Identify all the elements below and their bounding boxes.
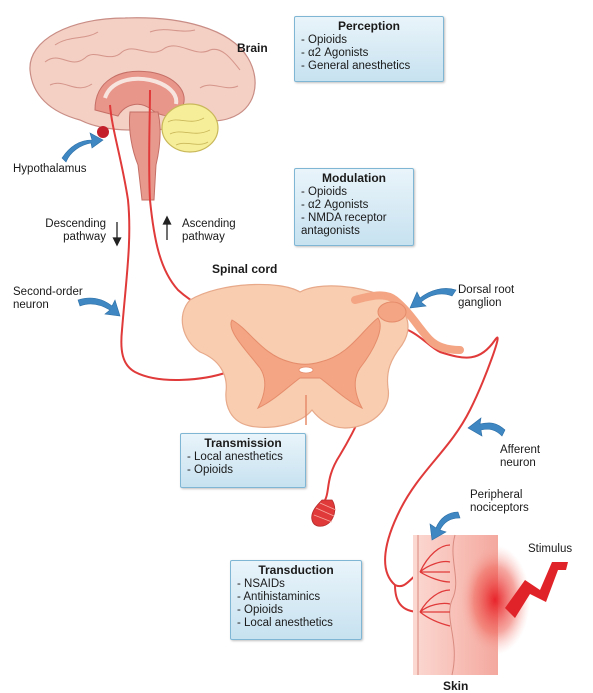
list-item: - General anesthetics [301,60,437,73]
dorsal-root-pointer-icon [410,288,456,308]
transmission-title: Transmission [187,437,299,450]
brain-label: Brain [237,42,268,55]
skin-illustration [413,535,568,675]
ascending-line-1: Ascending [182,218,236,231]
perception-box: Perception - Opioids - α2 Agonists - Gen… [294,16,444,82]
perception-list: - Opioids - α2 Agonists - General anesth… [301,34,437,73]
transmission-box: Transmission - Local anesthetics - Opioi… [180,433,306,488]
transduction-box: Transduction - NSAIDs - Antihistaminics … [230,560,362,640]
cord-white-matter [182,284,408,428]
list-item: - NMDA receptor [301,212,407,225]
ascending-line-2: pathway [182,231,236,244]
afferent-neuron-label: Afferent neuron [500,444,540,470]
ascending-pathway-label: Ascending pathway [182,218,236,244]
second-order-line-2: neuron [13,299,83,312]
second-order-pointer-icon [78,298,120,316]
hypothalamus-label: Hypothalamus [13,163,87,176]
list-item: antagonists [301,225,407,238]
list-item: - α2 Agonists [301,199,407,212]
perception-title: Perception [301,20,437,33]
second-order-line-1: Second-order [13,286,83,299]
modulation-list: - Opioids - α2 Agonists - NMDA receptor … [301,186,407,238]
transduction-title: Transduction [237,564,355,577]
motor-end-organ [312,500,336,526]
dorsal-root-line-2: ganglion [458,297,514,310]
hypothalamus-pointer-icon [62,133,103,162]
transduction-list: - NSAIDs - Antihistaminics - Opioids - L… [237,578,355,630]
modulation-box: Modulation - Opioids - α2 Agonists - NMD… [294,168,414,246]
spinal-cord-label: Spinal cord [212,263,277,276]
list-item: - Opioids [301,186,407,199]
dorsal-root-ganglion-label: Dorsal root ganglion [458,284,514,310]
pathway-arrows [114,217,171,245]
afferent-line-1: Afferent [500,444,540,457]
stimulus-label: Stimulus [528,543,572,556]
cerebellum [162,104,218,152]
dorsal-root-ganglion [378,302,406,322]
second-order-neuron-label: Second-order neuron [13,286,83,312]
transmission-list: - Local anesthetics - Opioids [187,451,299,477]
peripheral-nociceptors-label: Peripheral nociceptors [470,489,529,515]
dorsal-root-line-1: Dorsal root [458,284,514,297]
list-item: - NSAIDs [237,578,355,591]
brainstem [129,112,160,200]
central-canal [299,367,313,373]
list-item: - Local anesthetics [187,451,299,464]
list-item: - Antihistaminics [237,591,355,604]
afferent-line-2: neuron [500,457,540,470]
peripheral-line-2: nociceptors [470,502,529,515]
list-item: - Opioids [301,34,437,47]
list-item: - Local anesthetics [237,617,355,630]
hypothalamus-region [97,126,109,138]
peripheral-line-1: Peripheral [470,489,529,502]
skin-label: Skin [443,680,468,693]
list-item: - Opioids [187,464,299,477]
list-item: - α2 Agonists [301,47,437,60]
descending-line-2: pathway [10,231,106,244]
modulation-title: Modulation [301,172,407,185]
afferent-pointer-icon [468,418,505,436]
list-item: - Opioids [237,604,355,617]
descending-line-1: Descending [10,218,106,231]
descending-pathway-label: Descending pathway [10,218,106,244]
